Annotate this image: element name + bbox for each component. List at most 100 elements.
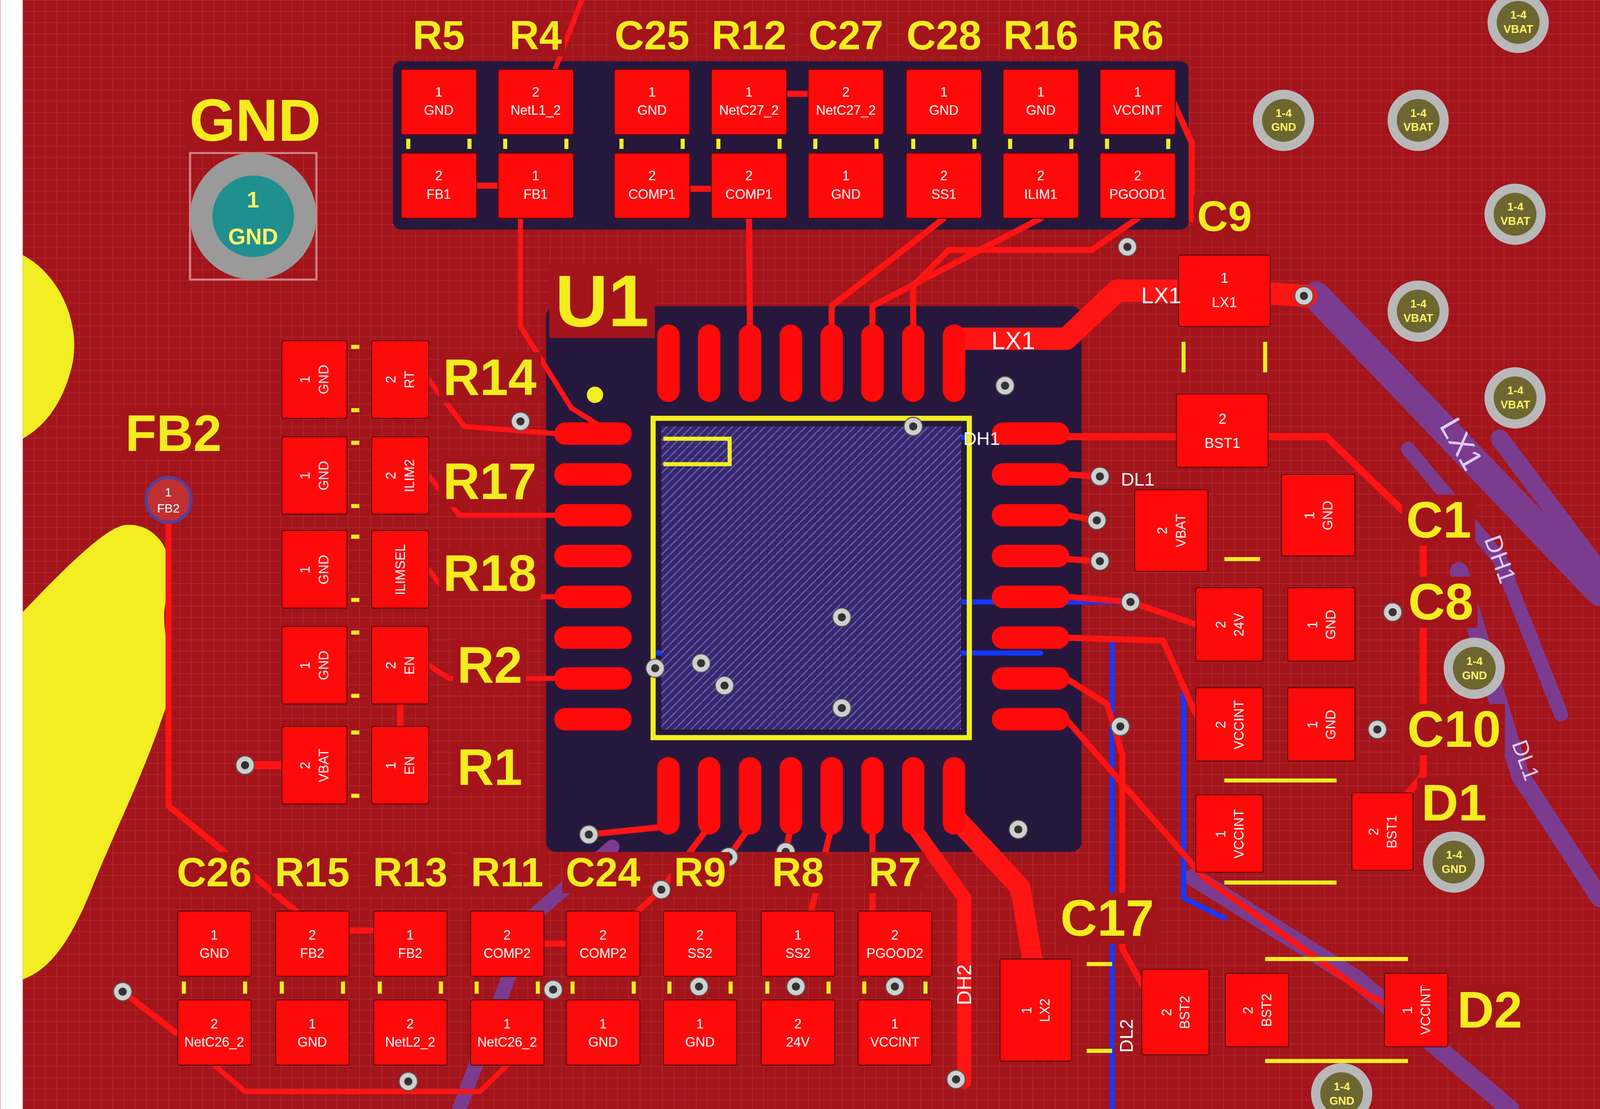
via-hole (1095, 472, 1105, 481)
smd-pad (566, 999, 641, 1066)
ic-pin (991, 585, 1070, 609)
reference-designator: R12 (708, 15, 790, 56)
ic-pin (657, 324, 680, 402)
net-name: NetC27_2 (816, 103, 876, 117)
silkscreen-line (340, 981, 345, 994)
silkscreen-line (1265, 956, 1409, 961)
ic-pin (902, 756, 925, 835)
reference-designator: R5 (409, 15, 469, 56)
net-name: VBAT (1403, 122, 1434, 134)
pin-number: 1 (308, 1017, 316, 1031)
via-hole (952, 1075, 961, 1084)
net-name: COMP1 (725, 187, 773, 201)
net-name: GND (1324, 709, 1338, 740)
silkscreen-line (351, 630, 360, 635)
via (1368, 720, 1387, 739)
pin-number: 2 (1213, 720, 1228, 729)
via (786, 977, 805, 996)
via (645, 658, 664, 677)
silkscreen-logo (22, 255, 75, 439)
smd-pad (1287, 587, 1355, 662)
smd-pad (1141, 968, 1209, 1055)
silkscreen-line (535, 981, 540, 994)
net-name: GND (637, 103, 667, 117)
via-hole (837, 703, 846, 713)
silkscreen-line (351, 693, 360, 698)
via-hole (584, 830, 593, 839)
via-hole (1388, 608, 1397, 617)
silkscreen-line (619, 138, 624, 149)
silkscreen-line (1224, 778, 1337, 783)
silkscreen-line (1086, 961, 1113, 966)
silkscreen-line (351, 408, 360, 412)
ic-pin (553, 544, 632, 568)
net-label: GND (184, 90, 326, 151)
ic-pin (553, 585, 632, 609)
stitching-via-hole (1396, 98, 1440, 142)
smd-pad (281, 436, 348, 515)
via-hole (1373, 725, 1382, 734)
top-layer-track (1066, 719, 1388, 1005)
via-hole (657, 885, 666, 894)
silkscreen-line (377, 981, 382, 994)
smd-pad (1287, 687, 1355, 762)
silkscreen-line (564, 138, 569, 149)
via (691, 654, 710, 673)
net-name: PGOOD2 (866, 946, 924, 960)
via (511, 411, 530, 431)
reference-designator: C24 (562, 851, 644, 893)
pin-number: 2 (1213, 620, 1228, 629)
stitching-via (1443, 637, 1505, 699)
pin-number: 2 (1036, 168, 1045, 183)
silkscreen-line (874, 138, 879, 149)
smd-pad (808, 152, 884, 219)
silkscreen-line (242, 981, 247, 994)
smd-pad (761, 910, 836, 977)
pin-number: 1 (1400, 1006, 1414, 1014)
testpoint-hole (212, 175, 294, 257)
top-layer-track (913, 218, 1138, 337)
via-hole (1092, 516, 1102, 525)
net-name: ILIM2 (402, 459, 416, 493)
via (1009, 820, 1028, 839)
reference-designator: R7 (865, 851, 925, 893)
pin-number: 2 (384, 471, 398, 480)
net-name: FB2 (300, 946, 325, 960)
smd-pad (906, 152, 982, 219)
smd-pad (371, 726, 429, 804)
net-name: NetC26_2 (184, 1035, 245, 1049)
silkscreen-line (862, 981, 867, 994)
pin-number: 1 (210, 928, 218, 942)
smd-pad (1195, 587, 1264, 662)
top-layer-track (748, 218, 750, 337)
reference-designator: R9 (670, 851, 730, 893)
silkscreen-line (972, 138, 977, 149)
ic-pin (861, 324, 884, 402)
pin-number: 1 (1302, 511, 1316, 519)
silkscreen-line (181, 981, 186, 994)
smd-pad (663, 910, 737, 977)
net-name: FB1 (426, 187, 451, 201)
smd-pad (858, 910, 932, 977)
pin-number: 1 (298, 661, 312, 670)
stitching-via-hole (1493, 192, 1537, 236)
silkscreen-line (911, 138, 916, 149)
stitching-via-hole (1262, 98, 1306, 142)
pin-number: 2 (842, 85, 850, 99)
pin-number: 1 (745, 85, 753, 99)
layer-span: 1-4 (1507, 201, 1524, 213)
net-name: COMP2 (483, 946, 531, 960)
ic-pin (942, 324, 966, 402)
pin-number: 2 (384, 375, 398, 384)
net-label: LX1 (1141, 284, 1182, 308)
net-name: BST1 (1204, 435, 1241, 451)
smd-pad (1225, 973, 1289, 1047)
ic-pin (820, 756, 843, 835)
ic-pin (861, 756, 884, 835)
stitching-via-hole (1493, 376, 1537, 420)
smd-pad (1176, 393, 1269, 468)
via (113, 982, 132, 1001)
silkscreen-line (1104, 138, 1109, 149)
pin-number: 1 (891, 1017, 899, 1031)
